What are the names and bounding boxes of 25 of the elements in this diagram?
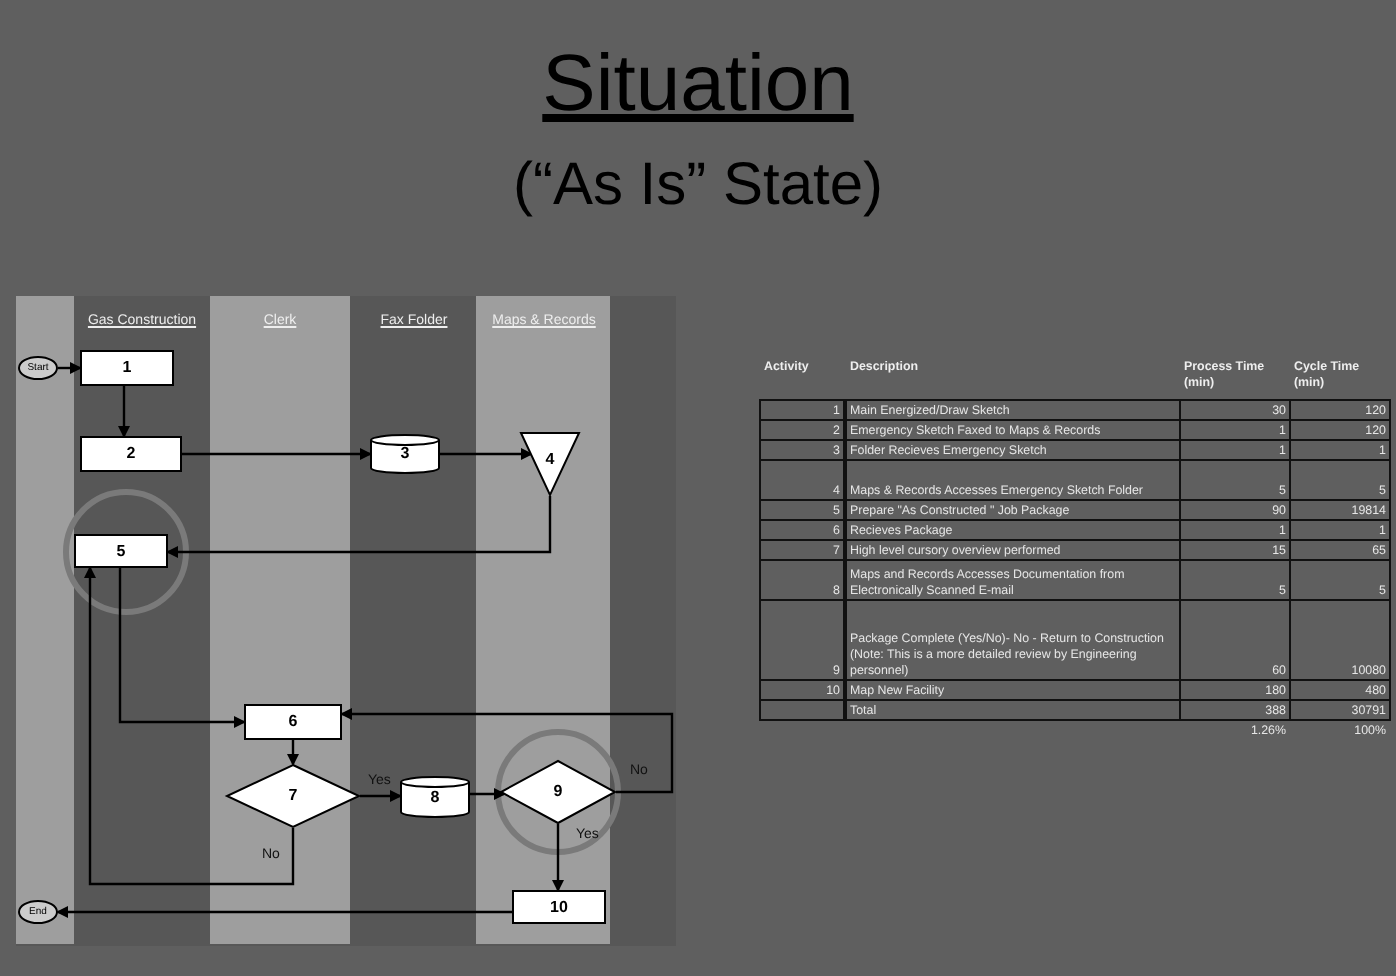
process-box: 6 bbox=[244, 704, 342, 740]
arrow bbox=[287, 740, 299, 766]
process-box: 2 bbox=[80, 436, 182, 472]
arrow bbox=[360, 790, 402, 802]
arrow bbox=[470, 788, 506, 800]
inventory-triangle: 4 bbox=[520, 432, 580, 496]
arrow bbox=[118, 568, 246, 728]
decision-diamond: 7 bbox=[226, 764, 360, 828]
arrow bbox=[84, 566, 295, 886]
arrow bbox=[340, 708, 674, 794]
process-box: 5 bbox=[74, 534, 168, 568]
title: Situation bbox=[540, 40, 856, 128]
arrow bbox=[166, 496, 552, 558]
arrow bbox=[552, 824, 564, 892]
arrow bbox=[118, 386, 130, 438]
arrow bbox=[182, 448, 372, 460]
decision-diamond: 9 bbox=[500, 760, 616, 824]
process-box: 10 bbox=[512, 890, 606, 924]
arrow bbox=[56, 906, 512, 918]
subtitle: (“As Is” State) bbox=[510, 152, 886, 218]
arrow bbox=[440, 448, 533, 460]
storage-cylinder: 3 bbox=[370, 434, 440, 474]
arrow bbox=[58, 362, 82, 374]
process-box: 1 bbox=[80, 350, 174, 386]
storage-cylinder: 8 bbox=[400, 776, 470, 818]
